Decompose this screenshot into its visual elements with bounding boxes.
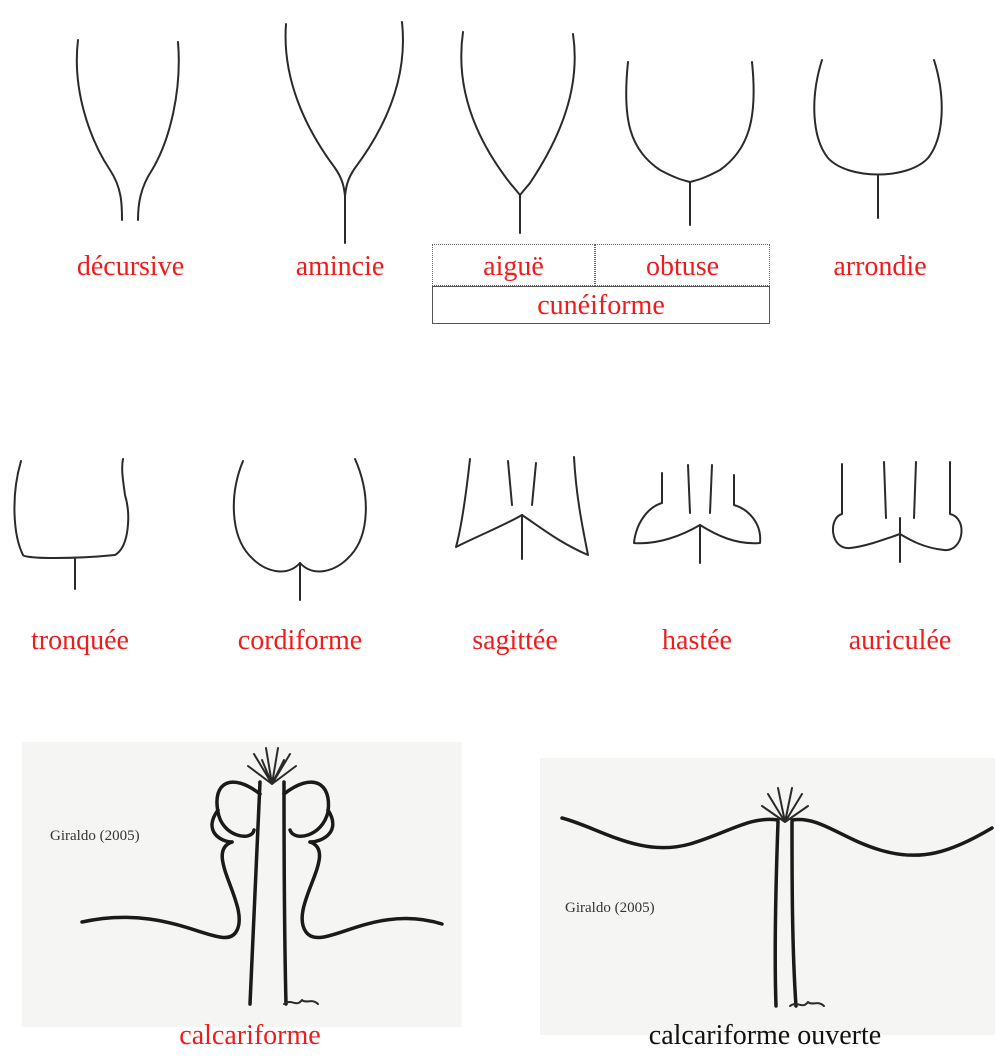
credit-right: Giraldo (2005) [565, 900, 655, 917]
label-decursive: décursive [48, 253, 213, 281]
shape-decursive [70, 30, 190, 230]
label-aigue: aiguë [432, 253, 595, 281]
shape-auriculee [828, 458, 968, 568]
label-calcariforme-ouverte: calcariforme ouverte [600, 1022, 930, 1050]
shape-calcariforme [22, 742, 462, 1027]
label-calcariforme: calcariforme [150, 1022, 350, 1050]
label-amincie: amincie [265, 253, 415, 281]
label-cordiforme: cordiforme [210, 627, 390, 655]
shape-calcariforme-ouverte [540, 758, 995, 1035]
shape-obtuse [620, 60, 760, 230]
label-sagittee: sagittée [440, 627, 590, 655]
label-tronquee: tronquée [0, 627, 160, 655]
label-auriculee: auriculée [820, 627, 980, 655]
shape-cordiforme [225, 455, 375, 605]
shape-amincie [280, 18, 410, 248]
credit-left: Giraldo (2005) [50, 828, 140, 845]
shape-hastee [628, 463, 768, 568]
shape-tronquee [5, 455, 145, 595]
label-hastee: hastée [632, 627, 762, 655]
shape-aigue [455, 28, 585, 238]
label-arrondie: arrondie [800, 253, 960, 281]
label-obtuse: obtuse [595, 253, 770, 281]
shape-sagittee [450, 455, 600, 565]
shape-arrondie [808, 58, 948, 223]
label-cuneiforme: cunéiforme [432, 292, 770, 320]
